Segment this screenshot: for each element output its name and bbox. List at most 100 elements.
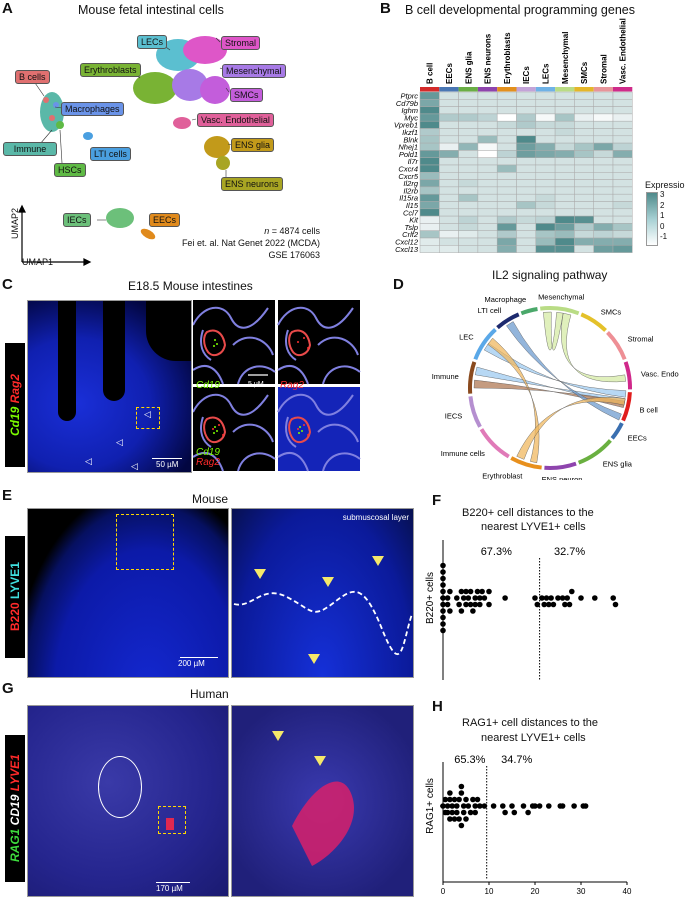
heatmap-cell <box>574 113 594 122</box>
row-label: Cxcr4 <box>398 165 418 174</box>
rag2-dot <box>303 337 305 339</box>
data-point <box>440 627 446 634</box>
rag2-dot <box>212 428 214 430</box>
arrowhead-icon: ◁ <box>144 409 151 419</box>
heatmap-cell <box>477 106 498 115</box>
chord-sector-label: Macrophage <box>484 295 526 304</box>
legend-tick: 2 <box>660 200 665 210</box>
data-point <box>477 595 483 601</box>
cell-outline <box>193 306 276 385</box>
heatmap-cell <box>477 215 498 224</box>
chord-sector <box>621 392 632 422</box>
percent-annotation: 65.3% <box>454 754 485 766</box>
heatmap-cell <box>574 172 594 180</box>
data-point <box>474 796 481 803</box>
heatmap-cell <box>419 245 440 253</box>
panel-f-title-1: B220+ cell distances to the <box>462 507 594 519</box>
data-point <box>477 803 483 809</box>
column-label: IECs <box>522 66 531 84</box>
chord-sector-label: EECs <box>628 433 647 442</box>
heatmap-cell <box>458 179 479 188</box>
scale-label: 200 µM <box>178 659 205 668</box>
column-label: LECs <box>541 63 550 84</box>
heatmap-cell <box>439 150 459 158</box>
data-point <box>470 796 476 803</box>
y-axis-label: B220+ cells <box>425 572 436 624</box>
heatmap-cell <box>593 150 614 158</box>
heatmap-cell <box>458 245 479 253</box>
cluster-eecs <box>140 228 156 240</box>
row-label: Ccl7 <box>403 208 419 217</box>
scale-bar <box>156 882 190 883</box>
inset-background <box>278 300 360 384</box>
heatmap-cell <box>439 113 459 122</box>
heatmap-cell <box>516 179 537 188</box>
data-point <box>440 588 446 595</box>
chord-sector-label: Erythroblast <box>482 472 523 480</box>
microscopy-c-main: ◁ ◁ ◁ ◁ 50 µM <box>27 300 192 473</box>
heatmap-cell <box>496 135 517 144</box>
umap-label-stromal: Stromal <box>221 36 261 50</box>
data-point <box>463 601 469 608</box>
heatmap-cell <box>516 186 537 195</box>
heatmap-cell <box>593 186 614 195</box>
heatmap-cell <box>439 193 459 202</box>
rag2-dot <box>307 347 309 349</box>
data-point <box>520 803 527 809</box>
heatmap-cell <box>535 215 556 224</box>
row-label: Pold1 <box>399 150 418 159</box>
heatmap-cell <box>574 120 594 129</box>
heatmap-cell <box>458 208 479 217</box>
heatmap-cell <box>419 201 440 210</box>
data-point <box>481 803 488 809</box>
heatmap-cell <box>439 164 459 173</box>
dotplot-h: 010203040Distance (µM)RAG1+ cells65.3%34… <box>425 754 632 900</box>
heatmap-cell <box>535 128 556 137</box>
column-label: Vasc. Endothelial <box>619 18 628 84</box>
data-point <box>444 595 451 601</box>
inset-background <box>278 387 360 471</box>
data-point <box>447 588 453 595</box>
panel-f-letter: F <box>432 492 442 509</box>
column-color-bar <box>574 87 594 92</box>
x-tick-label: 20 <box>531 887 540 896</box>
heatmap-cell <box>593 135 614 144</box>
legend-title: Expression <box>645 180 685 190</box>
heatmap-cell <box>535 201 556 210</box>
heatmap-cell <box>593 223 614 231</box>
panel-d-letter: D <box>393 276 404 293</box>
data-point <box>500 803 506 809</box>
column-label: SMCs <box>580 61 589 84</box>
panel-g-stain-label: RAG1 CD19 LYVE1 <box>5 735 25 882</box>
heatmap-cell <box>419 91 440 100</box>
data-point <box>440 569 446 575</box>
heatmap-cell <box>477 128 498 137</box>
microscopy-e-main: 200 µM <box>27 508 229 678</box>
heatmap-cell <box>574 164 594 173</box>
chord-sector-label: LEC <box>459 333 474 342</box>
panel-h-letter: H <box>432 698 443 715</box>
heatmap-cell <box>516 157 537 166</box>
heatmap-cell <box>419 230 440 239</box>
chord-sector <box>606 331 627 361</box>
cluster-stromal <box>183 36 227 64</box>
panel-h-title-2: nearest LYVE1+ cells <box>481 732 586 744</box>
heatmap-cell <box>496 172 517 180</box>
chord-sector <box>577 439 612 465</box>
chord-sector <box>540 306 580 316</box>
row-label: Ikzf1 <box>402 128 418 137</box>
dotplot-f: 010203040Distance (µM)B220+ cells67.3%32… <box>425 540 619 680</box>
arrowhead-icon <box>254 556 384 664</box>
column-color-bar <box>439 87 459 92</box>
heatmap-cell <box>439 99 459 107</box>
heatmap-cell <box>477 230 498 239</box>
heatmap-cell <box>535 157 556 166</box>
heatmap-cell <box>516 201 537 210</box>
row-label: Ptprc <box>400 92 418 101</box>
data-point <box>539 595 545 601</box>
heatmap-cell <box>554 179 575 188</box>
x-tick-label: 10 <box>485 887 494 896</box>
heatmap-cell <box>477 223 498 231</box>
heatmap-cell <box>496 120 517 129</box>
data-point <box>472 601 478 608</box>
